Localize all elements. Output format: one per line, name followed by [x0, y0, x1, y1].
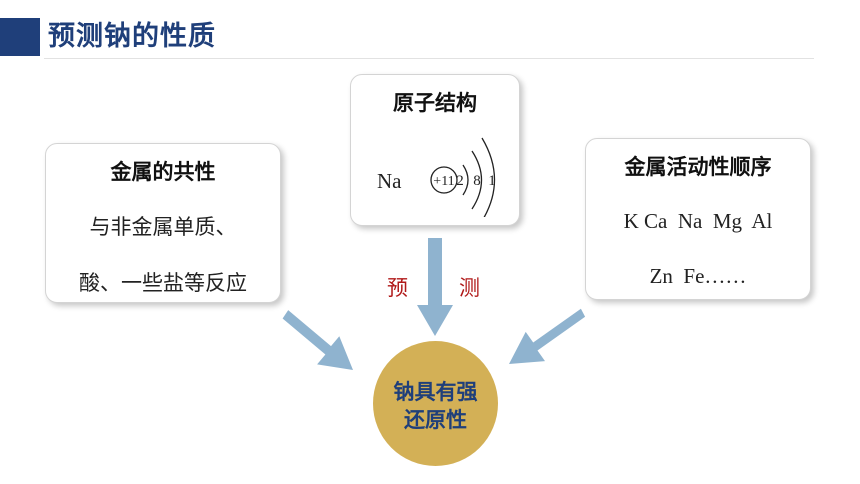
conclusion-text-line: 钠具有强 — [393, 380, 478, 404]
card-text-line: 与非金属单质、 — [89, 215, 237, 239]
page-title: 预测钠的性质 — [48, 21, 216, 52]
card-text-line: K Ca Na Mg Al — [623, 209, 773, 233]
card-activity-series: 金属活动性顺序 K Ca Na Mg Al Zn Fe…… — [585, 138, 811, 300]
conclusion-text-line: 还原性 — [404, 408, 467, 432]
card-metal-commonality: 金属的共性 与非金属单质、 酸、一些盐等反应 — [45, 143, 281, 303]
nucleus-circle — [430, 166, 458, 194]
electron-shell-arc — [481, 137, 496, 217]
title-accent-bar — [0, 18, 40, 56]
card-atomic-structure: 原子结构 Na +11 2 8 1 — [350, 74, 520, 226]
card-title: 原子结构 — [393, 91, 477, 115]
card-title: 金属的共性 — [110, 160, 216, 184]
title-divider — [44, 58, 814, 59]
predict-label-char: 测 — [459, 276, 480, 300]
predict-label-char: 预 — [387, 276, 408, 300]
arrow-down-icon — [417, 238, 453, 336]
arrow-left-icon — [282, 310, 353, 370]
shell-electrons: 8 — [473, 173, 481, 189]
shell-electrons: 2 — [456, 173, 464, 189]
sodium-atom-diagram: Na +11 2 8 1 — [377, 137, 496, 217]
nucleus-charge: +11 — [433, 174, 454, 189]
shell-electrons: 1 — [488, 173, 496, 189]
card-text-line: 酸、一些盐等反应 — [79, 271, 247, 295]
electron-shell-arc — [471, 150, 483, 210]
atom-symbol: Na — [377, 169, 402, 193]
conclusion-circle: 钠具有强 还原性 — [373, 341, 498, 466]
electron-shell-arc — [462, 164, 469, 196]
card-title: 金属活动性顺序 — [624, 155, 772, 179]
arrow-right-icon — [509, 308, 586, 364]
card-text-line: Zn Fe…… — [649, 264, 747, 288]
